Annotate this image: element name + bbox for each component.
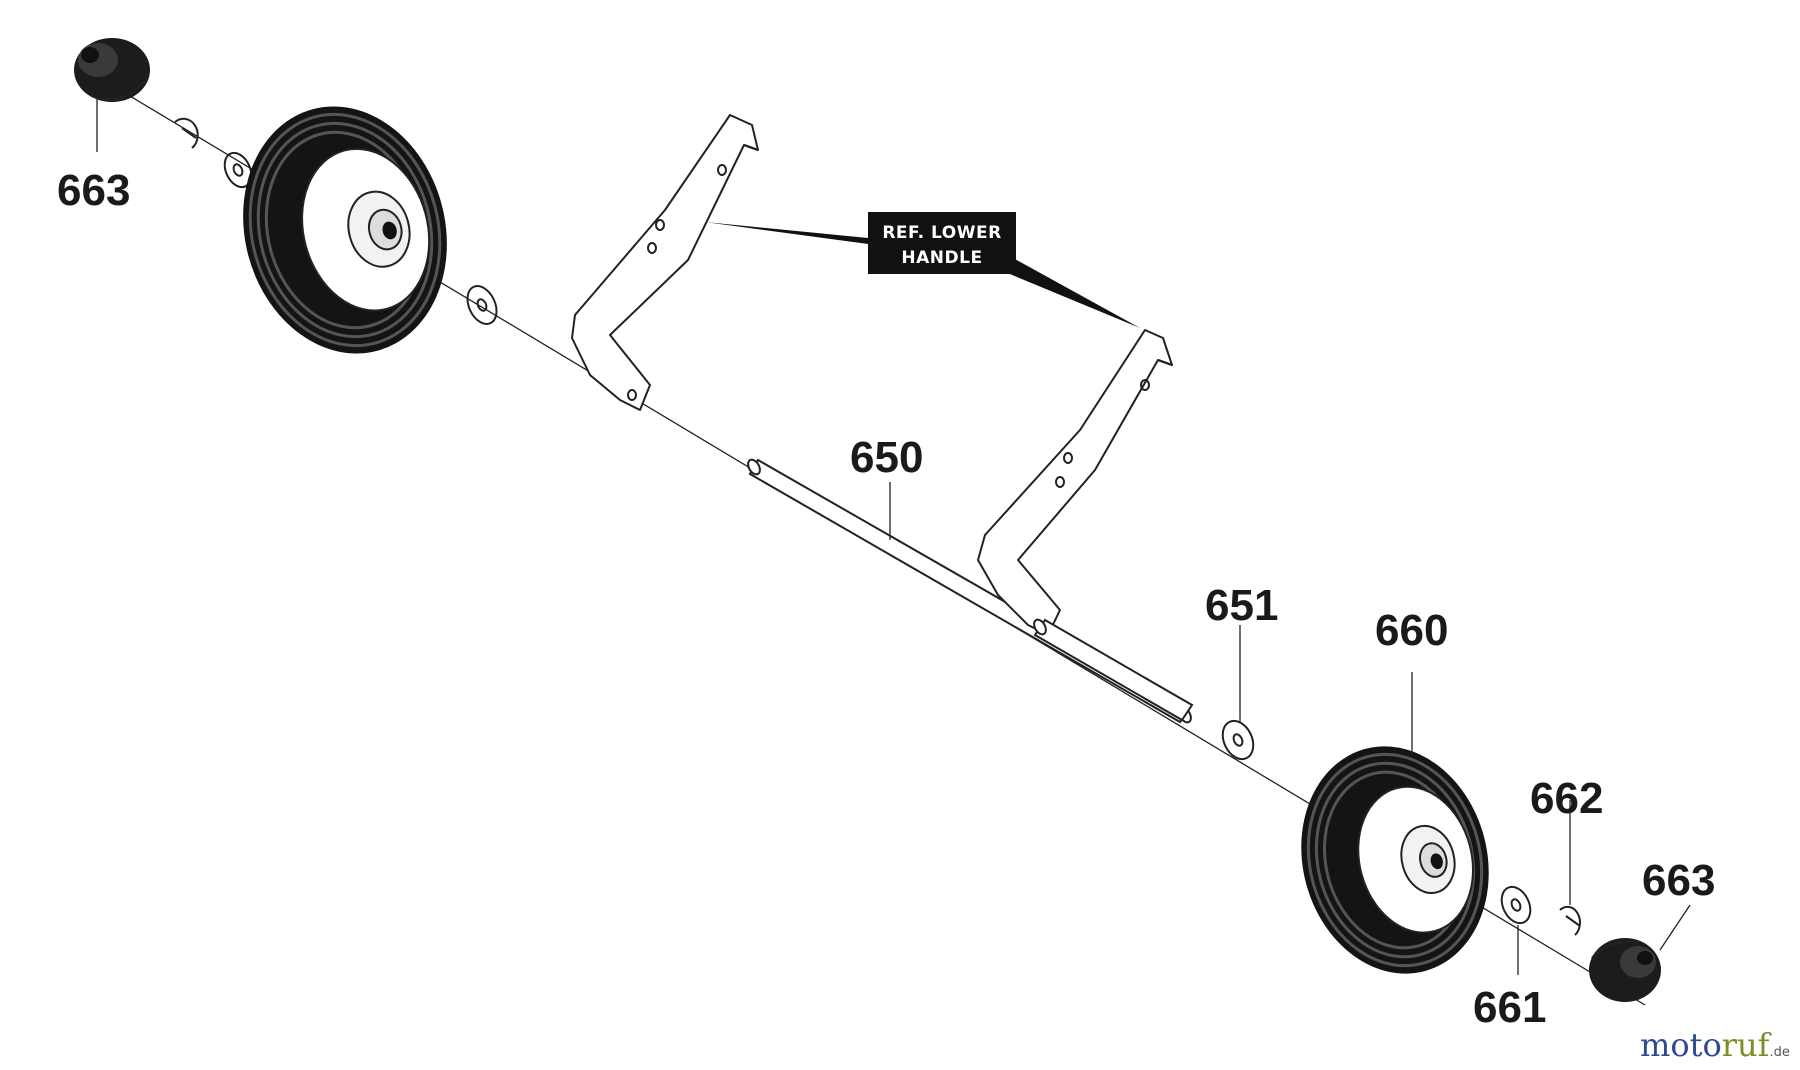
washer-661 xyxy=(1500,885,1532,925)
watermark-suffix: .de xyxy=(1769,1045,1789,1060)
label-661: 661 xyxy=(1473,983,1546,1032)
hub-cap-bottom-right xyxy=(1589,938,1661,1002)
label-663-top: 663 xyxy=(57,166,130,215)
label-651: 651 xyxy=(1205,581,1278,630)
callout-line-2: HANDLE xyxy=(901,248,982,268)
e-clip-662 xyxy=(1559,905,1581,936)
label-662: 662 xyxy=(1530,774,1603,823)
label-663-bottom: 663 xyxy=(1642,856,1715,905)
watermark-part-b: ruf xyxy=(1722,1026,1772,1064)
callout-line-1: REF. LOWER xyxy=(882,223,1001,243)
washer-top-left xyxy=(223,151,253,189)
leader-lines xyxy=(96,97,1691,975)
e-clip-top-left xyxy=(174,117,199,149)
callout-ref-lower-handle: REF. LOWER HANDLE xyxy=(705,212,1140,328)
watermark-part-a: moto xyxy=(1640,1026,1722,1064)
watermark-logo: motoruf.de xyxy=(1640,1026,1790,1064)
wheel-right xyxy=(1301,746,1489,974)
hub-cap-top-left xyxy=(74,38,150,102)
svg-text:motoruf.de: motoruf.de xyxy=(1640,1026,1790,1064)
wheel-left xyxy=(243,106,447,354)
washer-mid-left xyxy=(466,285,498,325)
lower-handle-right xyxy=(977,329,1173,636)
label-660: 660 xyxy=(1375,606,1448,655)
label-650: 650 xyxy=(850,433,923,482)
lower-handle-left xyxy=(571,114,759,411)
washer-651 xyxy=(1221,719,1255,761)
axle-right-segment xyxy=(1033,618,1194,722)
